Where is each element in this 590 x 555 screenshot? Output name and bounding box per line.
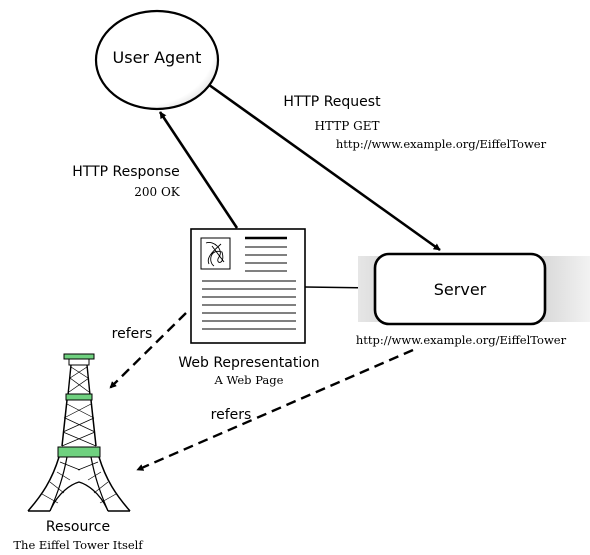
web-representation-sublabel: A Web Page (214, 373, 284, 387)
refers-server-arrow (136, 348, 414, 472)
resource-label: Resource (46, 519, 110, 535)
web-representation-label: Web Representation (178, 355, 319, 371)
refers-server-label: refers (211, 407, 252, 423)
server-label: Server (434, 280, 487, 299)
http-request-arrow (204, 80, 441, 252)
document-image-icon (200, 237, 231, 270)
refers-representation-arrow (109, 312, 187, 389)
user-agent-label: User Agent (113, 48, 202, 67)
http-response-arrow (158, 111, 239, 229)
document-text-lines (202, 236, 296, 330)
http-request-url: http://www.example.org/EiffelTower (336, 137, 547, 151)
http-request-method: HTTP GET (315, 119, 380, 133)
web-representation-node: Web Representation A Web Page (178, 228, 320, 387)
http-response-label: HTTP Response (72, 164, 180, 180)
http-response-status: 200 OK (134, 185, 181, 199)
resource-sublabel: The Eiffel Tower Itself (13, 538, 143, 552)
server-node: Server http://www.example.org/EiffelTowe… (356, 252, 590, 347)
user-agent-node: User Agent (94, 9, 220, 111)
eiffel-tower-icon (27, 353, 131, 512)
server-url: http://www.example.org/EiffelTower (356, 333, 567, 347)
http-request-label: HTTP Request (283, 94, 381, 110)
refers-representation-label: refers (112, 326, 153, 342)
